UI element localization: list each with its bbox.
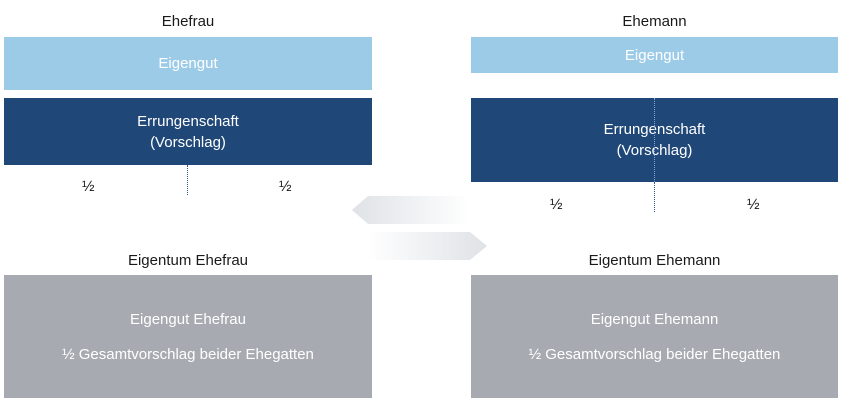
left-title: Ehefrau xyxy=(161,13,215,30)
left-vorschlag-label: (Vorschlag) xyxy=(150,133,226,151)
left-result-line-2: ½ Gesamtvorschlag beider Ehegatten xyxy=(62,345,314,363)
right-eigengut-label: Eigengut xyxy=(624,46,685,64)
right-result-title: Eigentum Ehemann xyxy=(588,252,721,269)
arrow-right-icon xyxy=(368,232,487,260)
right-half-right: ½ xyxy=(747,196,760,213)
right-result-line-2: ½ Gesamtvorschlag beider Ehegatten xyxy=(528,345,781,363)
right-result-box: Eigengut Ehemann ½ Gesamtvorschlag beide… xyxy=(471,275,838,398)
left-result-title: Eigentum Ehefrau xyxy=(127,252,249,269)
left-half-left: ½ xyxy=(82,178,95,195)
arrow-left-icon xyxy=(352,196,470,224)
right-half-left: ½ xyxy=(550,196,563,213)
left-errungenschaft-label: Errungenschaft xyxy=(137,112,239,130)
left-half-right: ½ xyxy=(279,178,292,195)
right-split-line xyxy=(654,182,655,212)
left-result-line-1: Eigengut Ehefrau xyxy=(130,310,246,328)
right-title: Ehemann xyxy=(622,13,687,30)
left-split-line xyxy=(187,165,188,195)
right-eigengut-box: Eigengut xyxy=(471,37,838,73)
left-eigengut-label: Eigengut xyxy=(158,55,218,72)
right-split-line-top xyxy=(654,98,655,182)
left-eigengut-box: Eigengut xyxy=(4,37,372,90)
right-result-line-1: Eigengut Ehemann xyxy=(590,310,719,328)
left-errungenschaft-box: Errungenschaft (Vorschlag) xyxy=(4,98,372,165)
left-result-box: Eigengut Ehefrau ½ Gesamtvorschlag beide… xyxy=(4,275,372,398)
